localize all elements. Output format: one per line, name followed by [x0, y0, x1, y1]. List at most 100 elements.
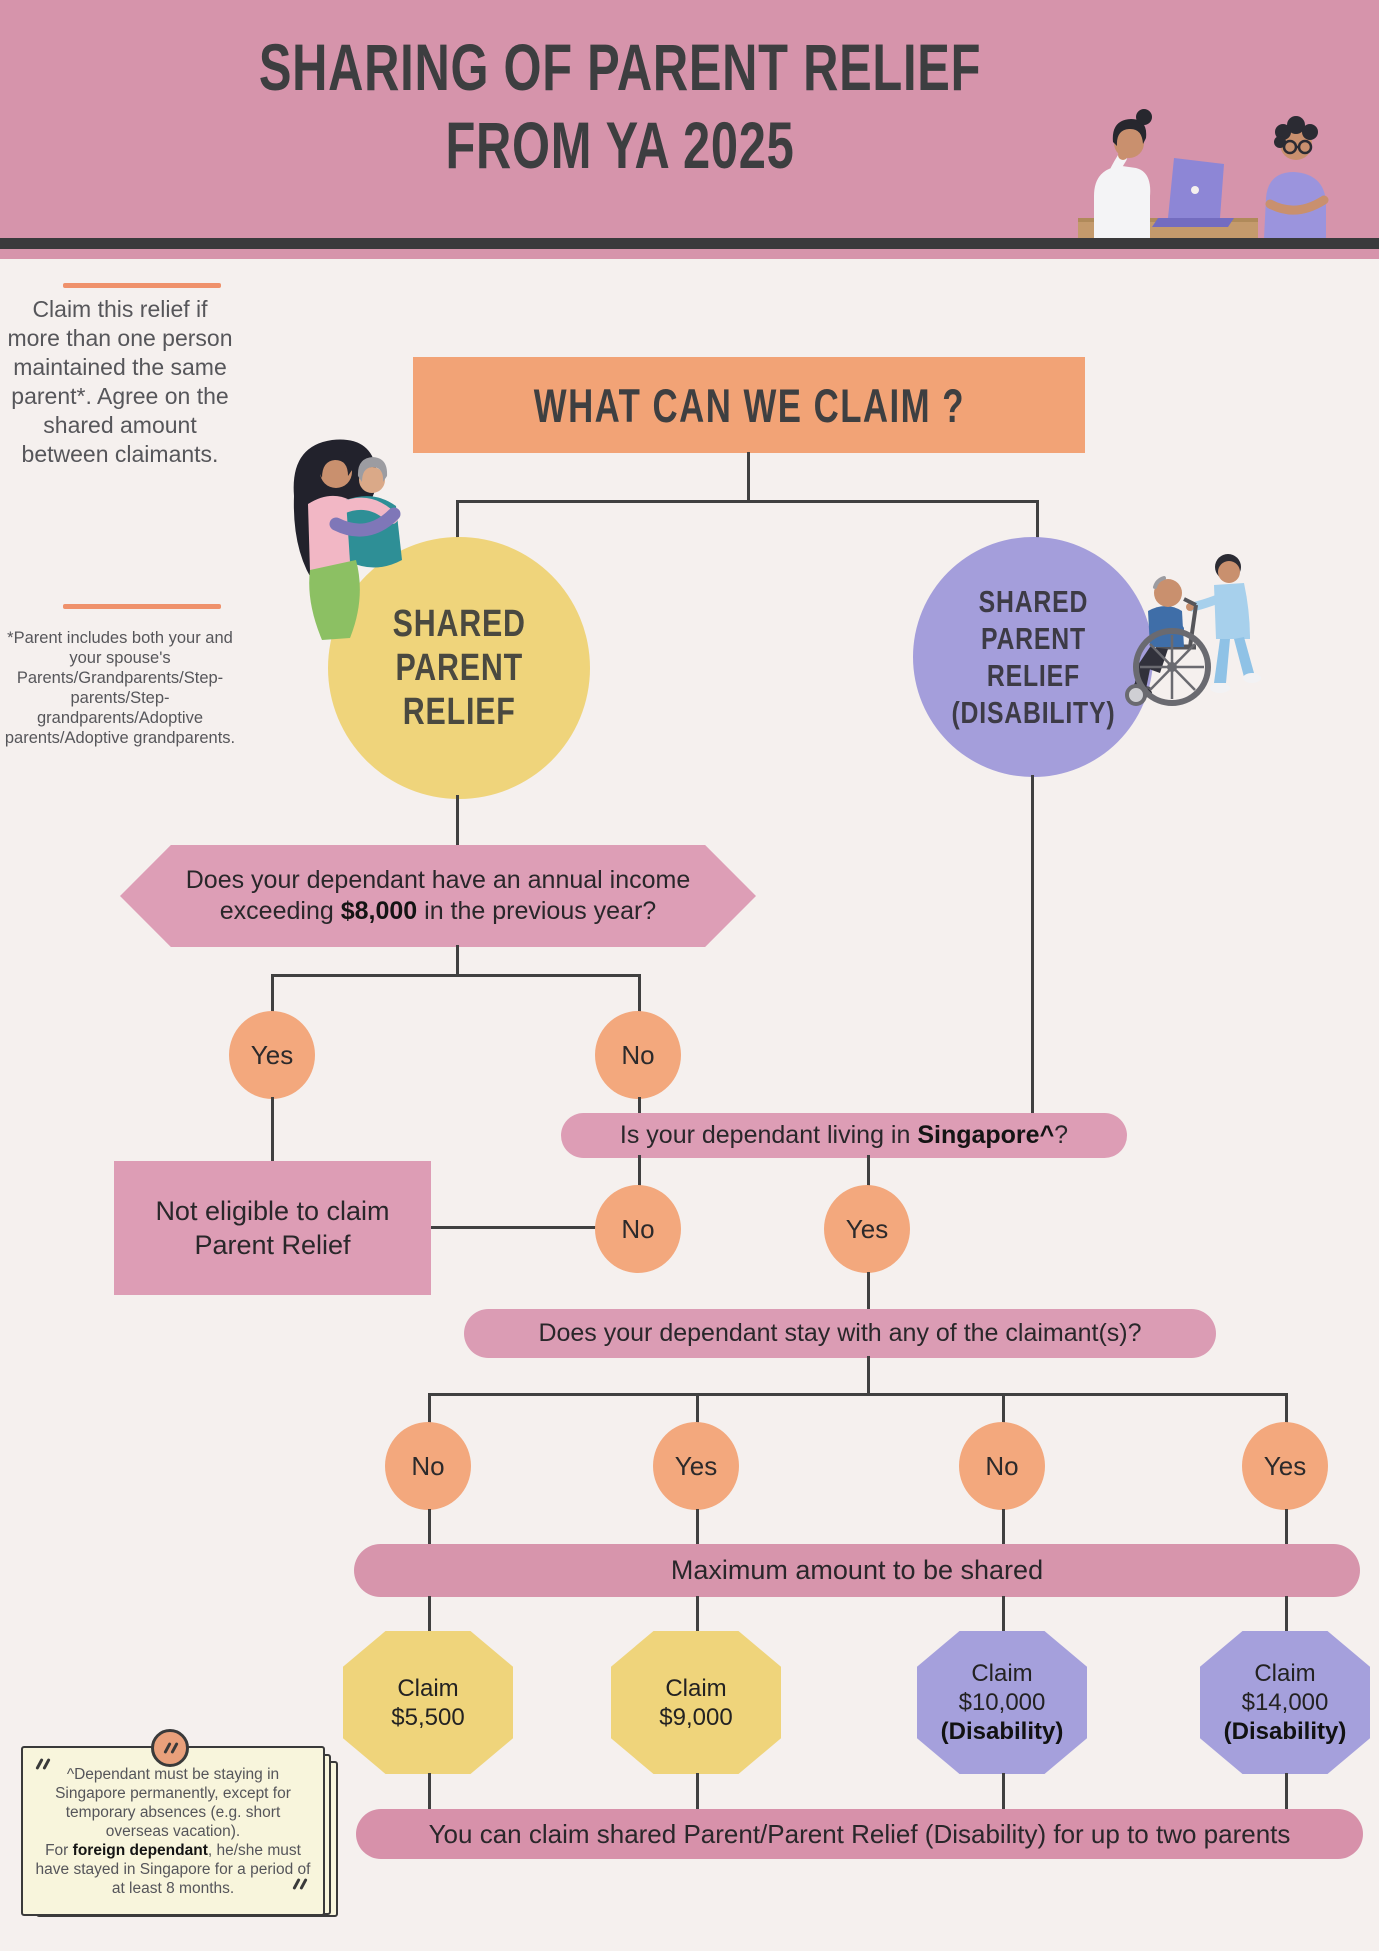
shared-parent-relief-disability-label: SHARED PARENT RELIEF (DISABILITY)	[951, 583, 1115, 731]
connector	[867, 1356, 870, 1396]
singapore-question-pre: Is your dependant living in	[619, 1121, 918, 1149]
shared-parent-relief-disability-circle: SHARED PARENT RELIEF (DISABILITY)	[913, 537, 1153, 777]
connector	[271, 974, 274, 1014]
label-line: PARENT	[395, 647, 523, 689]
sidebar-parent-footnote: *Parent includes both your and your spou…	[4, 629, 236, 747]
label-line: (DISABILITY)	[951, 695, 1115, 730]
connector	[1285, 1393, 1288, 1425]
stay-question-text: Does your dependant stay with any of the…	[538, 1319, 1142, 1347]
connector	[271, 1097, 274, 1163]
income-no-node: No	[595, 1011, 681, 1099]
stay-yes-left-node: Yes	[653, 1422, 739, 1510]
accent-line-bottom	[63, 604, 221, 609]
hug-illustration	[293, 439, 402, 640]
result-amount: $10,000	[958, 1689, 1046, 1716]
result-disability-label: (Disability)	[1223, 1718, 1347, 1745]
income-question-pre: Does your dependant have an annual incom…	[185, 866, 691, 925]
max-amount-label: Maximum amount to be shared	[670, 1555, 1044, 1585]
shared-parent-relief-circle: SHARED PARENT RELIEF	[328, 537, 590, 799]
connector	[867, 1272, 870, 1312]
connector	[428, 1596, 431, 1634]
connector	[867, 1155, 870, 1187]
income-question-hexagon: Does your dependant have an annual incom…	[120, 845, 756, 947]
connector	[638, 1155, 641, 1187]
result-octagon-14000-disability: Claim $14,000 (Disability)	[1200, 1631, 1370, 1774]
header-strip	[0, 249, 1379, 259]
singapore-no-label: No	[621, 1213, 655, 1244]
result-claim-label: Claim	[397, 1674, 459, 1702]
label-line: SHARED	[978, 584, 1088, 619]
accent-line-top	[63, 283, 221, 288]
result-octagon-10000-disability: Claim $10,000 (Disability)	[917, 1631, 1087, 1774]
connector	[431, 1226, 599, 1229]
label-line: RELIEF	[986, 658, 1080, 693]
connector	[1002, 1509, 1005, 1547]
result-octagon-5500: Claim $5,500	[343, 1631, 513, 1774]
income-no-label: No	[621, 1039, 655, 1070]
connector	[696, 1773, 699, 1812]
wheelchair-illustration	[1125, 554, 1261, 706]
singapore-yes-node: Yes	[824, 1185, 910, 1273]
stay-yes-right-node: Yes	[1242, 1422, 1328, 1510]
stay-no-right-node: No	[959, 1422, 1045, 1510]
page-title-line1: SHARING OF PARENT RELIEF	[258, 30, 982, 104]
not-eligible-line1: Not eligible to claim	[155, 1196, 390, 1226]
connector	[456, 500, 459, 540]
result-octagon-9000: Claim $9,000	[611, 1631, 781, 1774]
result-disability-label: (Disability)	[940, 1718, 1064, 1745]
main-question-banner: WHAT CAN WE CLAIM ?	[413, 357, 1085, 453]
note-p2-pre: For	[45, 1841, 73, 1859]
income-yes-node: Yes	[229, 1011, 315, 1099]
max-amount-bar: Maximum amount to be shared	[354, 1544, 1360, 1597]
shared-parent-relief-label: SHARED PARENT RELIEF	[392, 602, 525, 734]
footer-claim-text: You can claim shared Parent/Parent Relie…	[428, 1818, 1291, 1849]
connector	[456, 795, 459, 847]
pin-mark	[170, 1741, 179, 1755]
stay-no-right-label: No	[985, 1450, 1019, 1481]
connector	[1285, 1509, 1288, 1547]
connector	[428, 1773, 431, 1812]
not-eligible-line2: Parent Relief	[194, 1230, 351, 1260]
connector	[638, 1097, 641, 1115]
sidebar-intro-text: Claim this relief if more than one perso…	[7, 296, 233, 467]
connector	[696, 1596, 699, 1634]
result-amount: $5,500	[391, 1703, 465, 1731]
page-title-line2: FROM YA 2025	[445, 108, 795, 182]
connector	[1002, 1393, 1005, 1425]
label-line: RELIEF	[402, 691, 516, 733]
result-claim-label: Claim	[665, 1674, 727, 1702]
income-question-amount: $8,000	[340, 897, 418, 925]
page-title: SHARING OF PARENT RELIEF FROM YA 2025	[0, 28, 1240, 184]
connector	[1031, 775, 1034, 1115]
connector	[696, 1393, 699, 1425]
connector	[638, 974, 641, 1014]
note-p2-bold: foreign dependant	[72, 1841, 208, 1859]
result-amount: $14,000	[1241, 1689, 1329, 1716]
pin-icon	[151, 1729, 189, 1767]
connector	[747, 452, 750, 502]
note-paragraph-2: For foreign dependant, he/she must have …	[34, 1841, 312, 1898]
header-band: SHARING OF PARENT RELIEF FROM YA 2025	[0, 0, 1379, 238]
singapore-question-text: Is your dependant living in Singapore^?	[620, 1121, 1068, 1150]
singapore-question-post: ?	[1054, 1121, 1069, 1149]
note-p2-post: , he/she must have stayed in Singapore f…	[35, 1841, 311, 1897]
connector	[428, 1393, 431, 1425]
singapore-yes-label: Yes	[845, 1213, 889, 1244]
result-claim-label: Claim	[971, 1660, 1033, 1687]
connector	[456, 500, 1039, 503]
footer-claim-pill: You can claim shared Parent/Parent Relie…	[356, 1809, 1363, 1859]
stay-question-pill: Does your dependant stay with any of the…	[464, 1309, 1216, 1358]
income-question-post: in the previous year?	[417, 897, 657, 925]
connector	[1285, 1596, 1288, 1634]
connector	[428, 1509, 431, 1547]
income-yes-label: Yes	[250, 1039, 294, 1070]
stay-yes-left-label: Yes	[674, 1450, 718, 1481]
connector	[1036, 500, 1039, 540]
header-divider-bar	[0, 238, 1379, 249]
note-text: ^Dependant must be staying in Singapore …	[34, 1765, 312, 1898]
note-paragraph-1: ^Dependant must be staying in Singapore …	[55, 1765, 291, 1840]
income-question-text: Does your dependant have an annual incom…	[155, 865, 721, 927]
connector	[1002, 1596, 1005, 1634]
singapore-question-pill: Is your dependant living in Singapore^?	[561, 1113, 1127, 1158]
